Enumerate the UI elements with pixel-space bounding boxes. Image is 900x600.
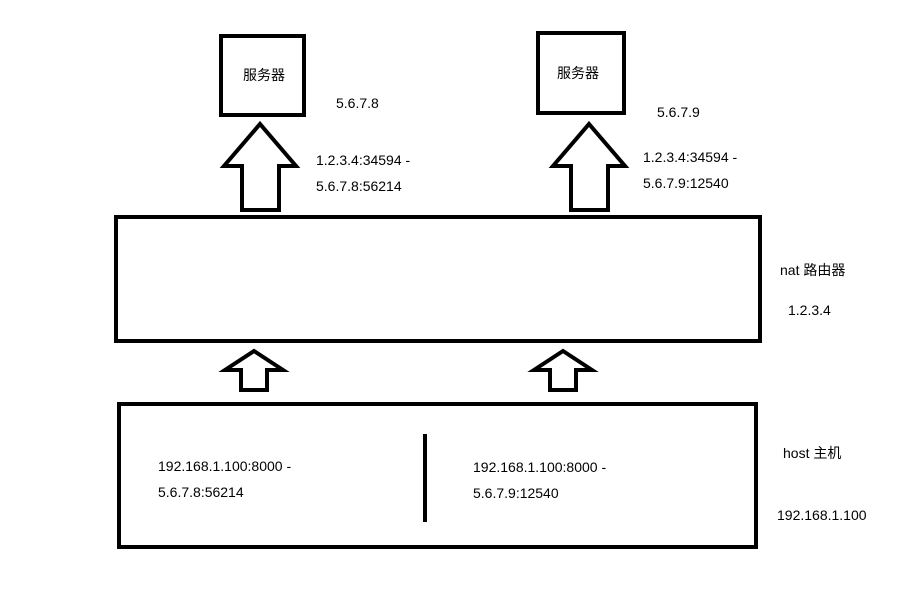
host-label: host 主机 [783,445,842,461]
up-arrow-icon [527,348,599,392]
router-mapping-2-line2: 5.6.7.9:12540 [643,175,729,191]
up-arrow-icon [218,348,290,392]
server-ip-2: 5.6.7.9 [657,104,700,120]
server-box-2: 服务器 [536,31,626,115]
router-mapping-2-line1: 1.2.3.4:34594 - [643,149,738,165]
router-ip: 1.2.3.4 [788,302,831,318]
server-ip-1: 5.6.7.8 [336,95,379,111]
host-connection-2-line1: 192.168.1.100:8000 - [473,459,607,475]
server-label-1: 服务器 [243,67,285,83]
host-ip: 192.168.1.100 [777,507,867,523]
nat-router-box [114,215,762,343]
up-arrow-icon [548,120,630,212]
up-arrow-icon [219,120,301,212]
server-box-1: 服务器 [219,34,306,117]
host-connection-2-line2: 5.6.7.9:12540 [473,485,559,501]
router-label: nat 路由器 [780,262,846,278]
host-connection-1-line2: 5.6.7.8:56214 [158,484,244,500]
host-box [117,402,758,549]
router-mapping-1-line1: 1.2.3.4:34594 - [316,152,411,168]
server-label-2: 服务器 [557,65,599,81]
router-mapping-1-line2: 5.6.7.8:56214 [316,178,402,194]
host-connection-1-line1: 192.168.1.100:8000 - [158,458,292,474]
